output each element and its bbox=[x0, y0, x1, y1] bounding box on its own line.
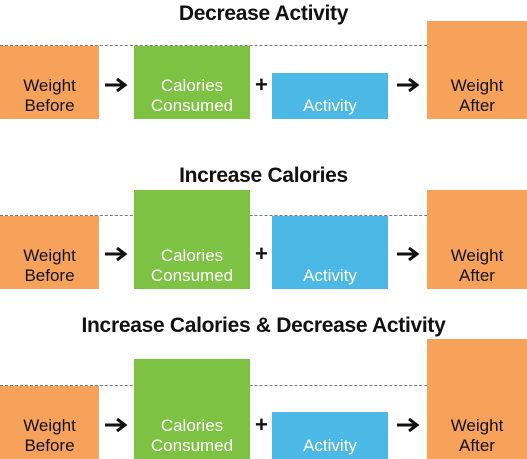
weight-before-label-line2: Before bbox=[24, 436, 75, 455]
weight-after-box: Weight After bbox=[427, 339, 527, 459]
calories-consumed-box: Calories Consumed bbox=[134, 190, 250, 289]
calories-label-line2: Consumed bbox=[150, 266, 234, 285]
calories-label-line1: Calories bbox=[160, 76, 224, 95]
activity-label: Activity bbox=[303, 266, 357, 285]
plus-sign: + bbox=[255, 412, 268, 437]
weight-after-label-line1: Weight bbox=[450, 76, 504, 95]
right-arrow-icon bbox=[105, 78, 128, 92]
calories-label-line1: Calories bbox=[160, 246, 224, 265]
activity-label: Activity bbox=[303, 96, 357, 115]
weight-before-box: Weight Before bbox=[0, 216, 99, 289]
right-arrow-icon bbox=[105, 247, 128, 261]
panel-title: Increase Calories & Decrease Activity bbox=[81, 314, 446, 337]
panel-increase-calories: Increase Calories Weight Before Calories… bbox=[0, 164, 527, 289]
weight-after-box: Weight After bbox=[427, 21, 527, 119]
weight-after-label-line2: After bbox=[459, 96, 495, 115]
weight-before-box: Weight Before bbox=[0, 386, 99, 459]
baseline-dashed-line bbox=[0, 215, 527, 216]
calories-consumed-box: Calories Consumed bbox=[134, 46, 250, 119]
weight-after-label-line2: After bbox=[459, 266, 495, 285]
weight-after-box: Weight After bbox=[427, 190, 527, 289]
weight-after-label-line2: After bbox=[459, 436, 495, 455]
weight-before-label-line1: Weight bbox=[23, 76, 76, 95]
baseline-dashed-line bbox=[0, 385, 527, 386]
activity-label: Activity bbox=[303, 436, 357, 455]
panel-title: Decrease Activity bbox=[178, 2, 349, 25]
panel-decrease-activity: Decrease Activity Weight Before Calories… bbox=[0, 0, 527, 125]
weight-before-label-line2: Before bbox=[24, 266, 75, 285]
calories-consumed-box: Calories Consumed bbox=[134, 359, 250, 459]
plus-sign: + bbox=[255, 72, 268, 97]
weight-before-label-line1: Weight bbox=[23, 416, 76, 435]
activity-box: Activity bbox=[272, 412, 388, 459]
activity-box: Activity bbox=[272, 216, 388, 289]
calories-label-line1: Calories bbox=[160, 416, 224, 435]
calories-label-line2: Consumed bbox=[150, 436, 234, 455]
right-arrow-icon bbox=[397, 247, 420, 261]
right-arrow-icon bbox=[397, 78, 420, 92]
right-arrow-icon bbox=[105, 418, 128, 432]
weight-before-box: Weight Before bbox=[0, 46, 99, 119]
baseline-dashed-line bbox=[0, 45, 527, 46]
weight-after-label-line1: Weight bbox=[450, 246, 504, 265]
weight-before-label-line2: Before bbox=[24, 96, 75, 115]
weight-after-label-line1: Weight bbox=[450, 416, 504, 435]
calories-label-line2: Consumed bbox=[150, 96, 234, 115]
activity-box: Activity bbox=[272, 73, 388, 119]
panel-title: Increase Calories bbox=[179, 164, 348, 187]
weight-before-label-line1: Weight bbox=[23, 246, 76, 265]
plus-sign: + bbox=[255, 241, 268, 266]
right-arrow-icon bbox=[397, 418, 420, 432]
